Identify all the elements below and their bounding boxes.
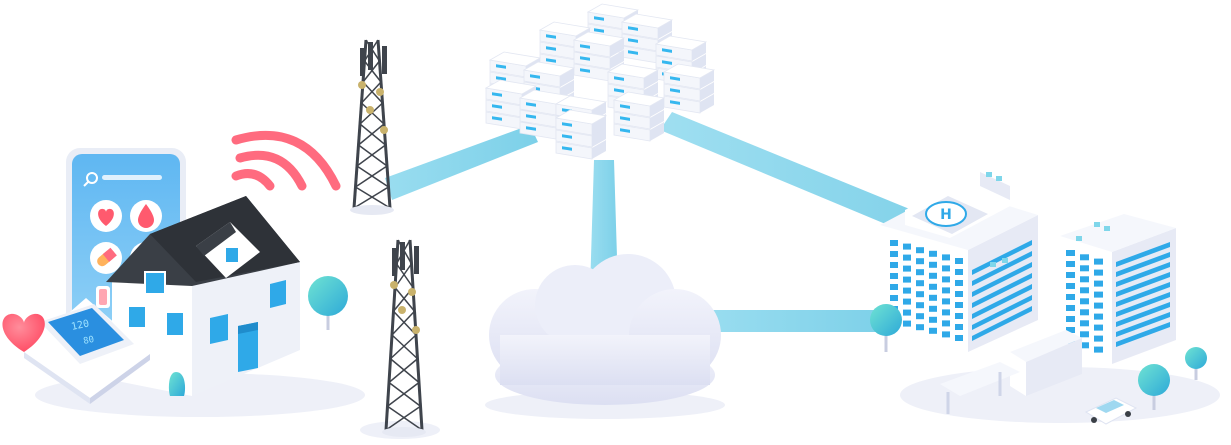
diastolic-readout: 80 <box>83 335 96 347</box>
tree-icon <box>1138 364 1170 410</box>
search-icon <box>83 172 162 187</box>
helipad-letter: H <box>940 207 952 223</box>
tree-icon <box>870 304 902 352</box>
tree-icon <box>308 276 348 330</box>
hospital-entrance <box>940 330 1082 414</box>
wifi-signal-icon <box>231 130 341 191</box>
heart-icon <box>2 313 45 352</box>
tree-icon <box>168 372 186 396</box>
network-links <box>385 112 912 332</box>
tree-icon <box>1185 347 1207 380</box>
car-icon <box>1084 397 1138 425</box>
hospital-windows-right <box>972 240 1032 341</box>
blood-drop-icon <box>138 204 154 228</box>
systolic-readout: 120 <box>70 318 90 333</box>
pill-icon <box>97 247 117 267</box>
annex-windows <box>1066 242 1170 353</box>
link-servers-to-hospital <box>660 112 912 230</box>
server-cluster <box>484 3 716 160</box>
cloud-icon <box>489 254 721 405</box>
hospital-icon: H <box>880 172 1038 352</box>
blood-pressure-monitor-icon: 120 80 <box>2 298 150 404</box>
cell-tower-icon <box>350 39 394 215</box>
heart-icon <box>98 208 114 226</box>
link-cloud-to-hospital <box>705 310 892 332</box>
helipad-icon: H <box>912 196 988 234</box>
cell-tower-icon <box>382 239 426 437</box>
link-tower-to-servers <box>385 125 538 200</box>
hospital-annex <box>1060 214 1176 364</box>
